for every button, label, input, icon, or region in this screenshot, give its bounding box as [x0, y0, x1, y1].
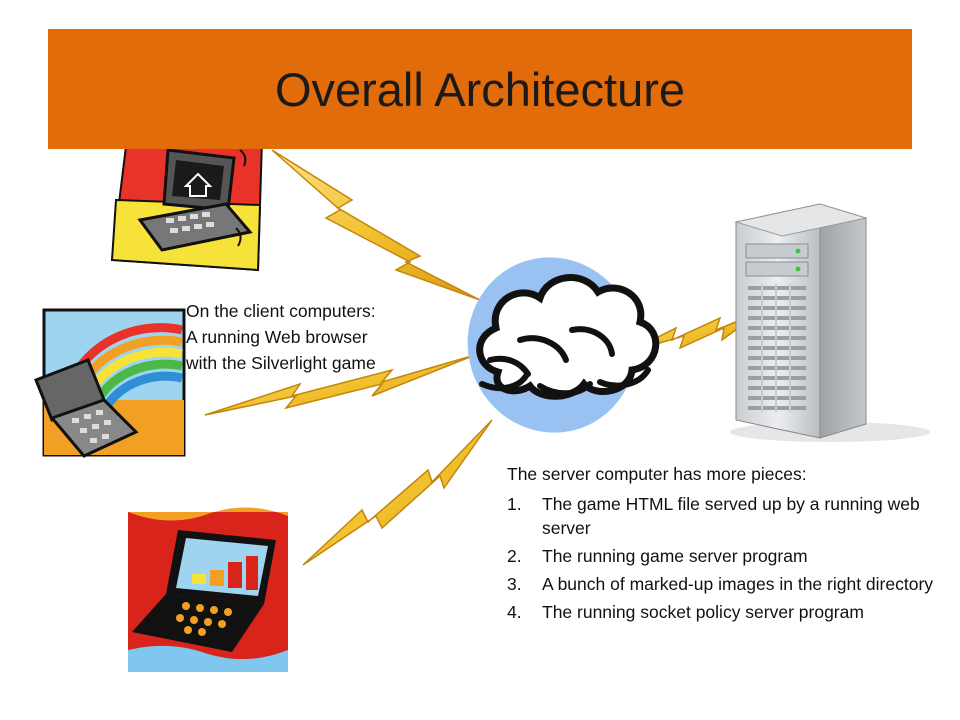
list-item: 1. The game HTML file served up by a run…: [507, 492, 952, 540]
list-text: A bunch of marked-up images in the right…: [542, 574, 934, 594]
cloud-icon: [467, 257, 660, 433]
list-number: 2.: [507, 546, 522, 566]
list-text: The running game server program: [542, 546, 808, 566]
server-tower-icon: [730, 203, 930, 442]
client-note: On the client computers: A running Web b…: [186, 298, 446, 376]
server-pieces-list: 1. The game HTML file served up by a run…: [507, 492, 952, 624]
list-number: 4.: [507, 602, 522, 622]
client-note-line: A running Web browser: [186, 327, 368, 347]
slide-title: Overall Architecture: [274, 63, 686, 116]
list-text: The game HTML file served up by a runnin…: [542, 494, 920, 538]
client-note-line: with the Silverlight game: [186, 353, 376, 373]
list-item: 2. The running game server program: [507, 544, 952, 568]
laptop-clipart-icon: [110, 128, 264, 272]
server-note: The server computer has more pieces: 1. …: [507, 460, 952, 624]
list-number: 3.: [507, 574, 522, 594]
client-note-line: On the client computers:: [186, 301, 376, 321]
list-number: 1.: [507, 494, 522, 514]
list-text: The running socket policy server program: [542, 602, 864, 622]
server-note-heading: The server computer has more pieces:: [507, 464, 807, 484]
chart-laptop-clipart-icon: [128, 507, 288, 672]
rainbow-laptop-clipart-icon: [34, 308, 186, 458]
list-item: 4. The running socket policy server prog…: [507, 600, 952, 624]
title-bar: Overall Architecture: [48, 29, 912, 149]
list-item: 3. A bunch of marked-up images in the ri…: [507, 572, 952, 596]
